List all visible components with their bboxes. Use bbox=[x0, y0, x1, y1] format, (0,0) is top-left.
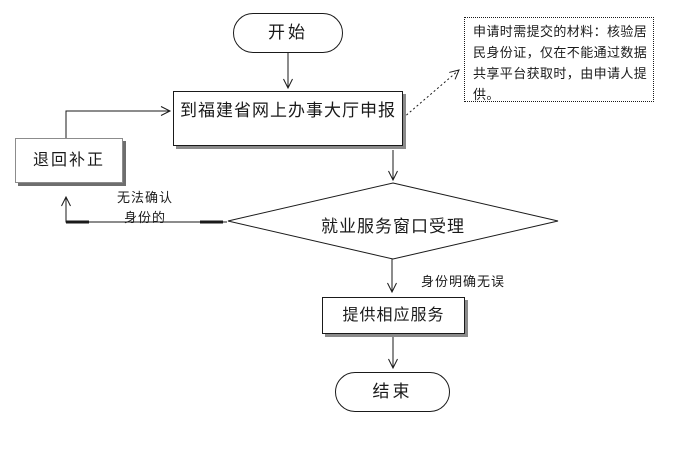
edge-label-identity-confirmed: 身份明确无误 bbox=[421, 274, 506, 289]
return-correction-node: 退回补正 bbox=[15, 138, 123, 183]
return-correction-node-label: 退回补正 bbox=[32, 151, 105, 169]
start-node: 开始 bbox=[233, 13, 343, 53]
end-node: 结束 bbox=[335, 372, 450, 412]
declare-node-label: 到福建省网上办事大厅申报 bbox=[180, 101, 396, 120]
edge-declare-to-annotation bbox=[402, 69, 460, 119]
annotation-note: 申请时需提交的材料：核验居 民身份证，仅在不能通过数据 共享平台获取时，由申请人… bbox=[464, 17, 654, 102]
decision-node-label: 就业服务窗口受理 bbox=[321, 217, 465, 236]
edge-label-cannot-confirm-identity: 无法确认 身份的 bbox=[116, 190, 173, 225]
declare-node: 到福建省网上办事大厅申报 bbox=[173, 91, 403, 146]
provide-service-node: 提供相应服务 bbox=[322, 297, 465, 334]
decision-diamond-shape bbox=[227, 182, 559, 260]
start-node-label: 开始 bbox=[268, 23, 308, 43]
end-node-label: 结束 bbox=[372, 382, 413, 402]
edge-return-to-declare bbox=[65, 106, 172, 138]
provide-service-node-label: 提供相应服务 bbox=[342, 306, 445, 324]
